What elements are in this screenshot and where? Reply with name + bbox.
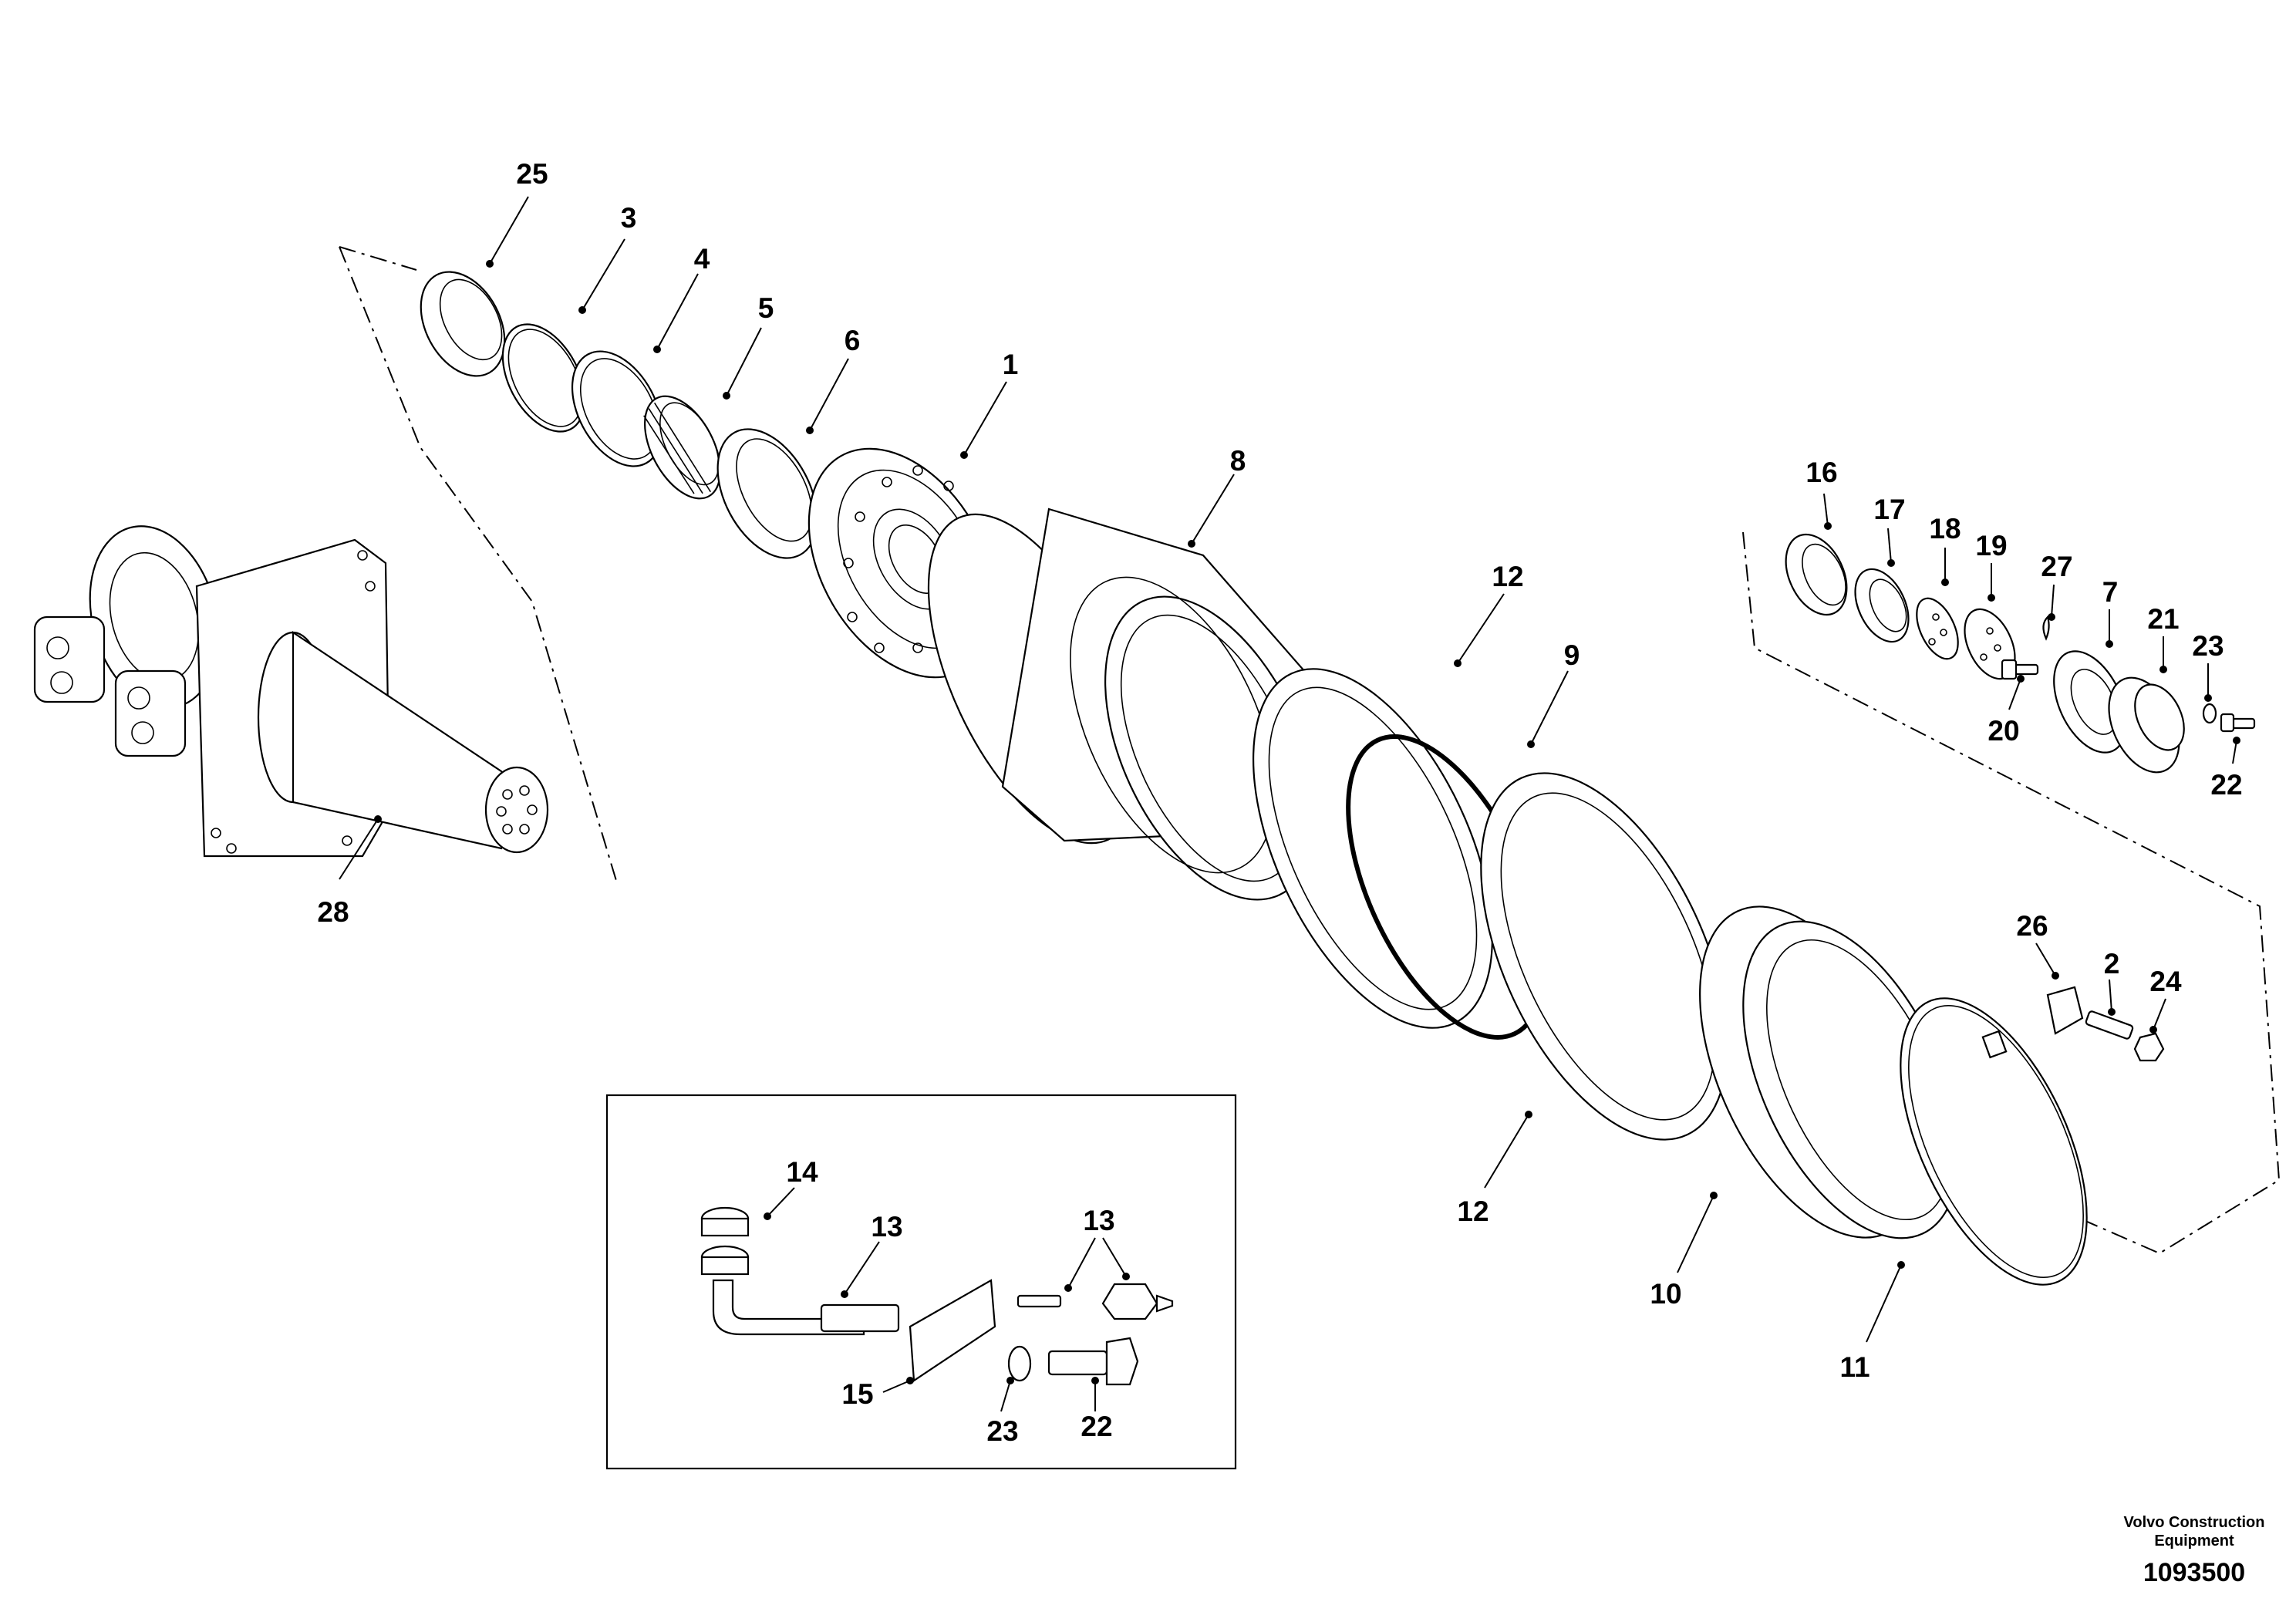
thread-part-13-left	[820, 1303, 900, 1333]
callout-14: 14	[786, 1156, 818, 1188]
callout-20: 20	[1988, 715, 2019, 747]
callout-23-right: 23	[2192, 630, 2224, 662]
credit-line-1: Volvo Construction	[2124, 1514, 2265, 1531]
nut-fitting-part-14	[700, 1206, 750, 1276]
callout-17: 17	[1873, 494, 1905, 525]
stud-part-2	[2085, 1010, 2134, 1040]
callout-28: 28	[317, 896, 349, 928]
nut-part-24	[2133, 1032, 2165, 1062]
callout-26: 26	[2016, 910, 2048, 942]
steering-knuckle-part-28	[33, 525, 549, 858]
callout-24: 24	[2149, 966, 2182, 997]
callout-13-right: 13	[1083, 1205, 1114, 1236]
roller-bearing-part-5	[643, 395, 721, 500]
callout-3: 3	[621, 202, 637, 234]
grease-nipple-part-13-right	[1017, 1283, 1174, 1320]
callout-9: 9	[1564, 639, 1580, 671]
callout-21: 21	[2147, 603, 2179, 635]
rim-ring-part-10	[1699, 905, 1960, 1239]
plate-part-18	[1916, 597, 1959, 660]
plate-part-15	[909, 1279, 996, 1382]
callout-13-left: 13	[871, 1211, 902, 1243]
bolt-part-22-right	[2220, 713, 2256, 733]
group-outline-left	[339, 246, 618, 884]
bolt-part-20	[2001, 659, 2039, 680]
clamp-part-26	[2046, 986, 2084, 1035]
callout-1: 1	[1003, 349, 1019, 380]
callout-7: 7	[2102, 576, 2119, 608]
callout-16: 16	[1805, 457, 1837, 488]
roller-bearing-part-17	[1854, 568, 1910, 643]
callout-11: 11	[1839, 1351, 1870, 1383]
callout-10: 10	[1650, 1278, 1681, 1310]
callout-19: 19	[1975, 530, 2007, 561]
bearing-cup-part-6	[716, 428, 818, 559]
callout-12-upper: 12	[1492, 561, 1523, 592]
ring-part-12-lower	[1480, 772, 1728, 1141]
cap-part-21	[2108, 676, 2185, 774]
seal-part-25	[420, 271, 506, 377]
lock-ring-part-11	[1900, 997, 2088, 1286]
document-number: 1093500	[2143, 1558, 2245, 1587]
callout-6: 6	[845, 325, 861, 356]
seal-part-16	[1785, 533, 1848, 616]
group-outline-right	[1742, 531, 2281, 1255]
washer-part-23-right	[2202, 703, 2217, 724]
callout-23-inset: 23	[986, 1415, 1018, 1447]
callout-12-lower: 12	[1457, 1195, 1489, 1227]
callout-27: 27	[2041, 551, 2072, 582]
detail-inset-box	[605, 1094, 1237, 1470]
callout-15: 15	[841, 1378, 873, 1410]
callout-2: 2	[2104, 948, 2120, 980]
callout-18: 18	[1929, 513, 1961, 545]
callout-22-right: 22	[2210, 769, 2242, 801]
callout-8: 8	[1230, 445, 1246, 477]
callout-25: 25	[516, 158, 548, 190]
pin-part-27	[2042, 615, 2050, 641]
washer-part-23-inset	[1007, 1345, 1032, 1382]
callout-5: 5	[758, 292, 774, 324]
callout-22-inset: 22	[1081, 1411, 1112, 1442]
leader-lines	[339, 196, 2240, 1412]
credit-line-2: Equipment	[2154, 1533, 2234, 1549]
bolt-part-22-inset	[1047, 1337, 1139, 1386]
group-outline-left-top	[339, 246, 417, 271]
callout-4: 4	[694, 243, 710, 275]
